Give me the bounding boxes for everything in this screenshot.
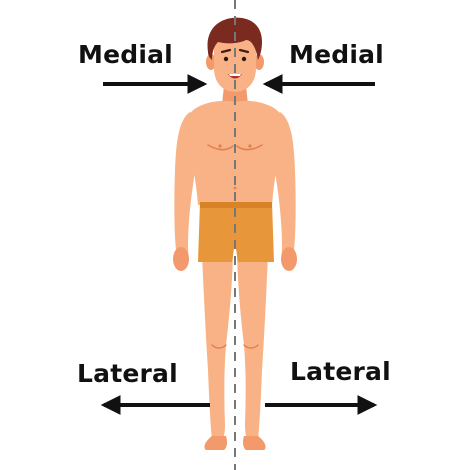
right-eye [241, 56, 247, 62]
right-hand [281, 247, 297, 271]
right-foot [242, 436, 266, 450]
lateral-label-right: Lateral [290, 357, 391, 386]
right-nipple [248, 144, 252, 148]
right-ear [254, 54, 264, 70]
lateral-label-left: Lateral [77, 359, 178, 388]
knee-lines [211, 344, 259, 349]
medial-label-right: Medial [289, 40, 384, 69]
eyebrows [220, 48, 250, 54]
navel [233, 186, 237, 190]
medial-label-left: Medial [78, 40, 173, 69]
left-hand [173, 247, 189, 271]
teeth [229, 74, 241, 76]
left-eye [223, 56, 229, 62]
chest-line [207, 144, 263, 151]
shorts-shadow [200, 202, 272, 208]
face [214, 33, 256, 92]
left-ear [206, 54, 216, 70]
left-nipple [218, 144, 222, 148]
left-foot [204, 436, 228, 450]
